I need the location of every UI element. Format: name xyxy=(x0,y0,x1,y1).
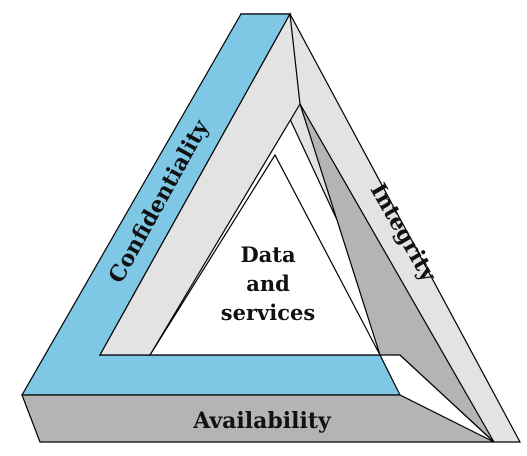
availability-label: Availability xyxy=(192,408,332,434)
center-line-1: Data xyxy=(240,242,296,267)
center-line-3: services xyxy=(221,300,315,325)
center-triangle xyxy=(148,153,381,356)
availability-face xyxy=(21,394,495,443)
center-line-2: and xyxy=(246,271,290,296)
